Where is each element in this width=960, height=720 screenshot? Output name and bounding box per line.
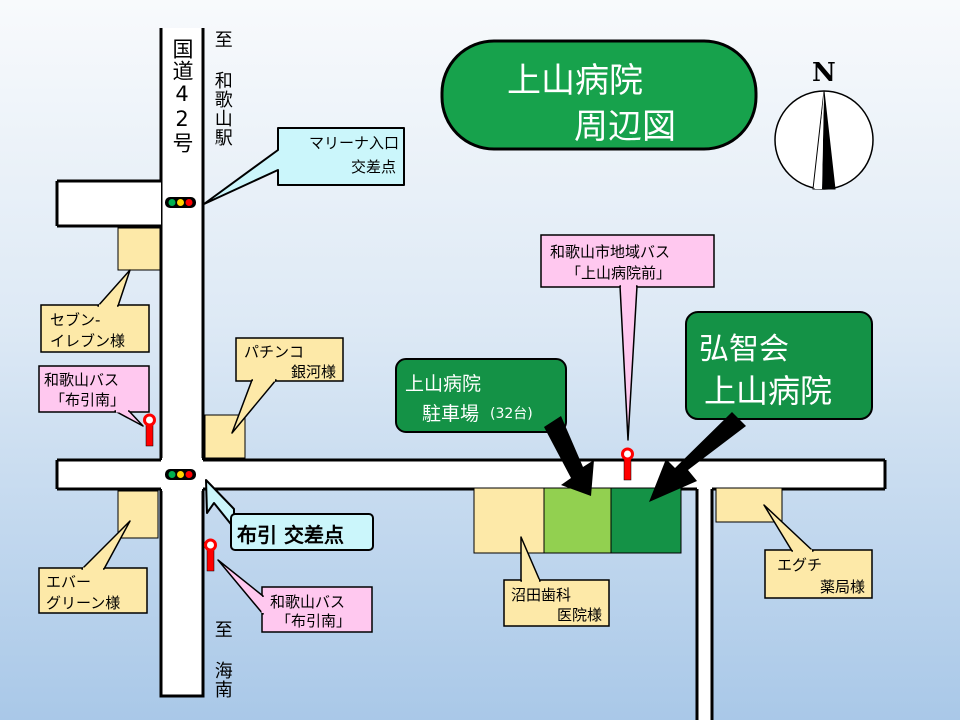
title-box — [440, 39, 758, 151]
compass-icon — [774, 90, 874, 190]
eguchi-label-1: エグチ — [777, 556, 823, 574]
bus-stop-icon — [143, 413, 156, 447]
pachinko-label-1: パチンコ — [244, 343, 305, 361]
callout-marina — [203, 127, 405, 205]
hospital-label-1: 弘智会 — [699, 332, 789, 367]
parking-label-2: 駐車場 — [422, 403, 480, 425]
to-north-label: 至 和歌山駅 — [211, 30, 233, 147]
city-bus-label-2: 「上山病院前」 — [566, 264, 672, 282]
building-numata — [473, 487, 545, 554]
north-label: N — [812, 58, 836, 88]
callout-seven-eleven — [40, 269, 150, 353]
eguchi-label-2: 薬局様 — [819, 578, 865, 596]
parking-label-box — [395, 358, 567, 433]
pachinko-label-2: 銀河様 — [290, 363, 336, 381]
building-hospital — [610, 487, 682, 554]
traffic-light-icon — [165, 197, 196, 208]
callout-evergreen — [38, 520, 148, 614]
hospital-label-box — [685, 311, 873, 420]
bus-stop-icon — [621, 447, 634, 481]
bus-west-label-2: 「布引南」 — [50, 391, 126, 409]
parking-label-1: 上山病院 — [405, 373, 482, 395]
evergreen-label-1: エバー — [46, 573, 92, 591]
bus-stop-icon — [204, 538, 217, 572]
buildings — [117, 227, 783, 554]
road-lower — [55, 458, 887, 720]
nunobiki-box — [230, 513, 374, 551]
numata-label-2: 医院様 — [556, 606, 602, 624]
title-line-2: 周辺図 — [574, 107, 676, 147]
bus-west-label-1: 和歌山バス — [44, 371, 120, 389]
marina-label-1: マリーナ入口 — [308, 134, 399, 152]
seven-label-1: セブン- — [50, 311, 101, 329]
marina-label-2: 交差点 — [350, 158, 396, 176]
callout-pachinko — [231, 337, 344, 434]
callout-eguchi — [763, 504, 873, 599]
parking-count: (32台) — [490, 406, 533, 422]
evergreen-label-2: グリーン様 — [46, 594, 121, 612]
callout-city-bus — [540, 234, 715, 441]
arrow-icon — [544, 416, 594, 496]
callout-numata — [503, 536, 610, 627]
city-bus-label-1: 和歌山市地域バス — [550, 243, 671, 261]
to-south-label: 至 海南 — [211, 620, 233, 699]
nunobiki-label: 布引 交差点 — [237, 523, 344, 547]
callout-bus-south — [217, 559, 373, 633]
seven-label-2: イレブン様 — [50, 332, 126, 350]
arrow-icon — [649, 412, 746, 502]
building-parking — [543, 487, 612, 554]
bus-south-label-2: 「布引南」 — [276, 612, 352, 630]
hospital-label-2: 上山病院 — [704, 372, 833, 410]
route-label: 国道42号 — [170, 38, 194, 154]
building-seven-eleven — [117, 227, 161, 271]
callout-bus-west — [38, 365, 150, 427]
traffic-light-icon — [165, 469, 196, 480]
bus-south-label-1: 和歌山バス — [270, 593, 346, 611]
numata-label-1: 沼田歯科 — [511, 586, 572, 604]
title-line-1: 上山病院 — [507, 61, 643, 101]
